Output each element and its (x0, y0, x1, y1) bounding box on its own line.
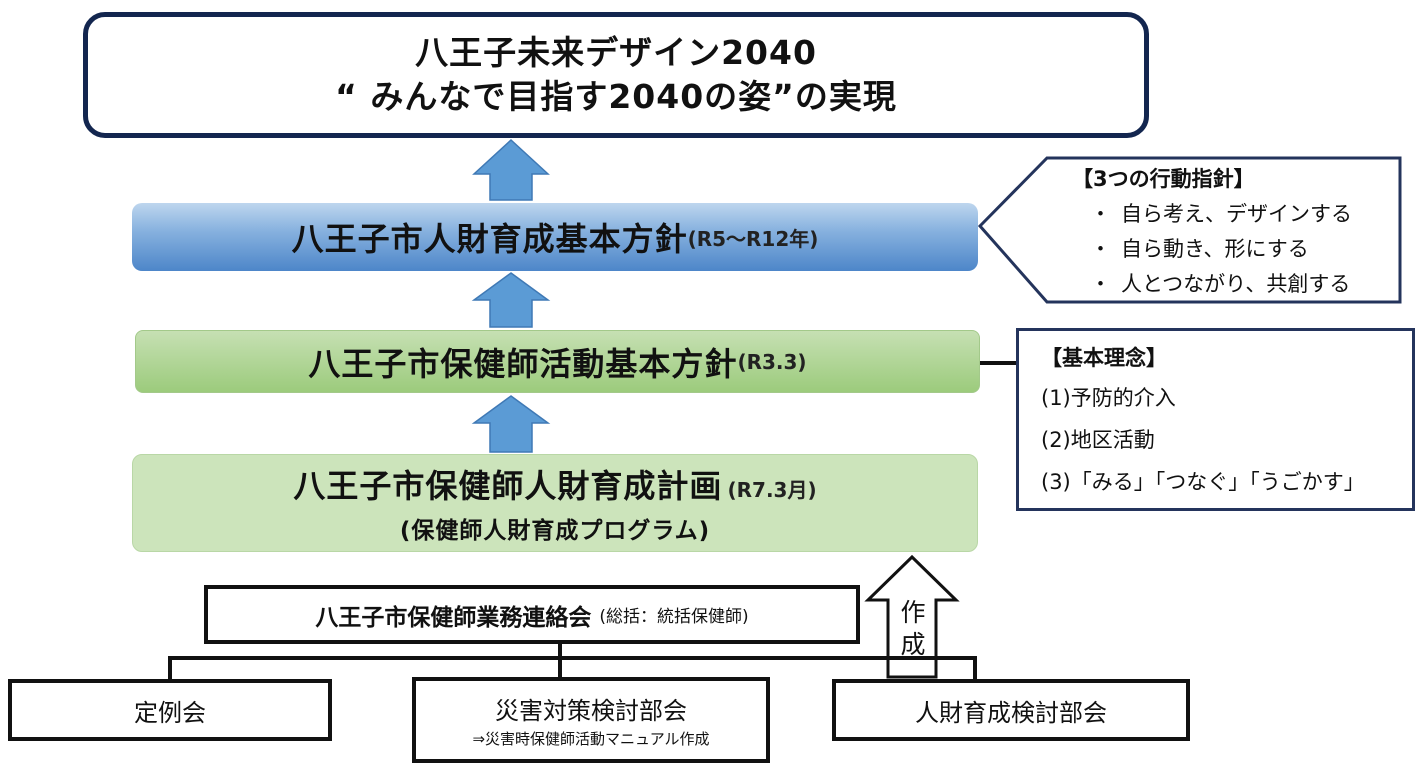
hr-committee-label: 人財育成検討部会 (915, 698, 1107, 727)
create-label: 作 成 (898, 597, 928, 661)
regular-meeting-box: 定例会 (8, 679, 332, 741)
council-note: (総括：統括保健師) (599, 607, 749, 627)
vision-line1: 八王子未来デザイン2040 (415, 33, 817, 72)
basic-principles-box: 【基本理念】 (1)予防的介入 (2)地区活動 (3)「みる」「つなぐ」「うごか… (1016, 328, 1415, 511)
hr-policy-title: 八王子市人財育成基本方針 (291, 220, 688, 258)
council-box: 八王子市保健師業務連絡会 (総括：統括保健師) (204, 585, 860, 644)
phn-plan-subtitle: (保健師人財育成プログラム) (399, 518, 711, 544)
phn-policy-note: (R3.3) (737, 349, 807, 374)
vision-line2: “ みんなで目指す2040の姿”の実現 (335, 77, 897, 116)
guideline-item: 自ら動き、形にする (1072, 232, 1392, 267)
action-guidelines-heading: 【3つの行動指針】 (1072, 167, 1255, 191)
create-arrow-icon (864, 554, 960, 679)
hr-policy-box: 八王子市人財育成基本方針 (R5～R12年) (132, 203, 978, 271)
action-guidelines: 【3つの行動指針】 自ら考え、デザインする 自ら動き、形にする 人とつながり、共… (1072, 162, 1392, 302)
up-arrow-icon (471, 272, 551, 328)
create-label-char: 成 (900, 630, 926, 659)
regular-meeting-label: 定例会 (134, 698, 206, 727)
hr-policy-note: (R5～R12年) (687, 226, 819, 251)
principle-item: (3)「みる」「つなぐ」「うごかす」 (1041, 470, 1365, 494)
disaster-committee-box: 災害対策検討部会 ⇒災害時保健師活動マニュアル作成 (412, 677, 770, 763)
basic-principles-heading: 【基本理念】 (1041, 346, 1167, 370)
phn-policy-box: 八王子市保健師活動基本方針 (R3.3) (135, 330, 980, 393)
up-arrow-icon (471, 395, 551, 453)
hr-committee-box: 人財育成検討部会 (832, 679, 1190, 741)
phn-plan-note: (R7.3月) (727, 478, 817, 502)
vision-box: 八王子未来デザイン2040 “ みんなで目指す2040の姿”の実現 (83, 12, 1149, 138)
principle-item: (2)地区活動 (1041, 428, 1155, 452)
principle-item: (1)予防的介入 (1041, 386, 1176, 410)
council-title: 八王子市保健師業務連絡会 (315, 604, 592, 631)
guideline-item: 人とつながり、共創する (1072, 267, 1392, 302)
phn-plan-title: 八王子市保健師人財育成計画 (293, 467, 723, 505)
guideline-item: 自ら考え、デザインする (1072, 197, 1392, 232)
phn-policy-title: 八王子市保健師活動基本方針 (308, 344, 738, 383)
create-label-char: 作 (900, 598, 926, 627)
phn-plan-box: 八王子市保健師人財育成計画 (R7.3月) (保健師人財育成プログラム) (132, 454, 978, 552)
disaster-committee-note: ⇒災害時保健師活動マニュアル作成 (472, 730, 710, 748)
disaster-committee-label: 災害対策検討部会 (495, 697, 687, 725)
up-arrow-icon (472, 138, 550, 201)
